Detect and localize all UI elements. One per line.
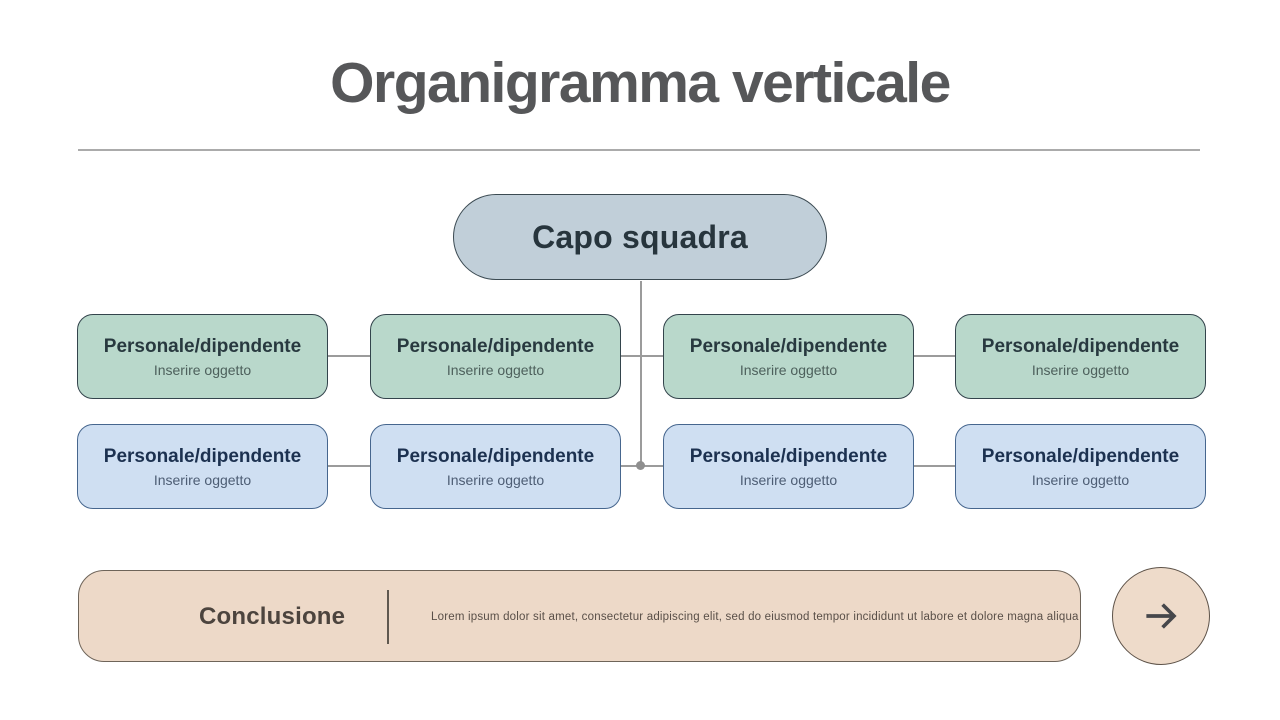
org-node-title: Personale/dipendente <box>396 335 595 357</box>
org-node-row2-col3[interactable]: Personale/dipendente Inserire oggetto <box>663 424 914 509</box>
org-node-row2-col1[interactable]: Personale/dipendente Inserire oggetto <box>77 424 328 509</box>
connector-row1-seg3 <box>913 355 955 357</box>
org-node-title: Personale/dipendente <box>981 335 1180 357</box>
title-divider <box>78 149 1200 151</box>
org-node-title: Personale/dipendente <box>689 445 888 467</box>
conclusion-body-text: Lorem ipsum dolor sit amet, consectetur … <box>431 611 1079 623</box>
connector-row1-seg2 <box>621 355 663 357</box>
org-node-row1-col3[interactable]: Personale/dipendente Inserire oggetto <box>663 314 914 399</box>
org-node-subtitle: Inserire oggetto <box>739 471 838 488</box>
org-node-subtitle: Inserire oggetto <box>446 361 545 378</box>
next-slide-button[interactable] <box>1112 567 1210 665</box>
org-root-label: Capo squadra <box>532 218 748 255</box>
conclusion-panel[interactable]: Conclusione Lorem ipsum dolor sit amet, … <box>78 570 1081 662</box>
org-node-row1-col4[interactable]: Personale/dipendente Inserire oggetto <box>955 314 1206 399</box>
org-node-row2-col4[interactable]: Personale/dipendente Inserire oggetto <box>955 424 1206 509</box>
page-title: Organigramma verticale <box>330 51 951 115</box>
connector-row2-seg1 <box>328 465 370 467</box>
org-node-subtitle: Inserire oggetto <box>1031 361 1130 378</box>
arrow-right-icon <box>1146 603 1177 629</box>
org-node-subtitle: Inserire oggetto <box>1031 471 1130 488</box>
org-node-row1-col2[interactable]: Personale/dipendente Inserire oggetto <box>370 314 621 399</box>
org-node-subtitle: Inserire oggetto <box>739 361 838 378</box>
org-node-subtitle: Inserire oggetto <box>446 471 545 488</box>
connector-row2-seg3 <box>913 465 955 467</box>
conclusion-heading: Conclusione <box>199 603 346 630</box>
connector-end-dot <box>636 461 645 470</box>
org-node-title: Personale/dipendente <box>981 445 1180 467</box>
org-node-title: Personale/dipendente <box>689 335 888 357</box>
org-node-subtitle: Inserire oggetto <box>153 471 252 488</box>
org-node-title: Personale/dipendente <box>103 335 302 357</box>
org-node-title: Personale/dipendente <box>396 445 595 467</box>
org-node-subtitle: Inserire oggetto <box>153 361 252 378</box>
org-node-title: Personale/dipendente <box>103 445 302 467</box>
org-node-row1-col1[interactable]: Personale/dipendente Inserire oggetto <box>77 314 328 399</box>
connector-row1-seg1 <box>328 355 370 357</box>
org-root-node[interactable]: Capo squadra <box>453 194 827 280</box>
connector-vertical <box>640 281 642 465</box>
conclusion-divider <box>387 590 389 644</box>
org-node-row2-col2[interactable]: Personale/dipendente Inserire oggetto <box>370 424 621 509</box>
